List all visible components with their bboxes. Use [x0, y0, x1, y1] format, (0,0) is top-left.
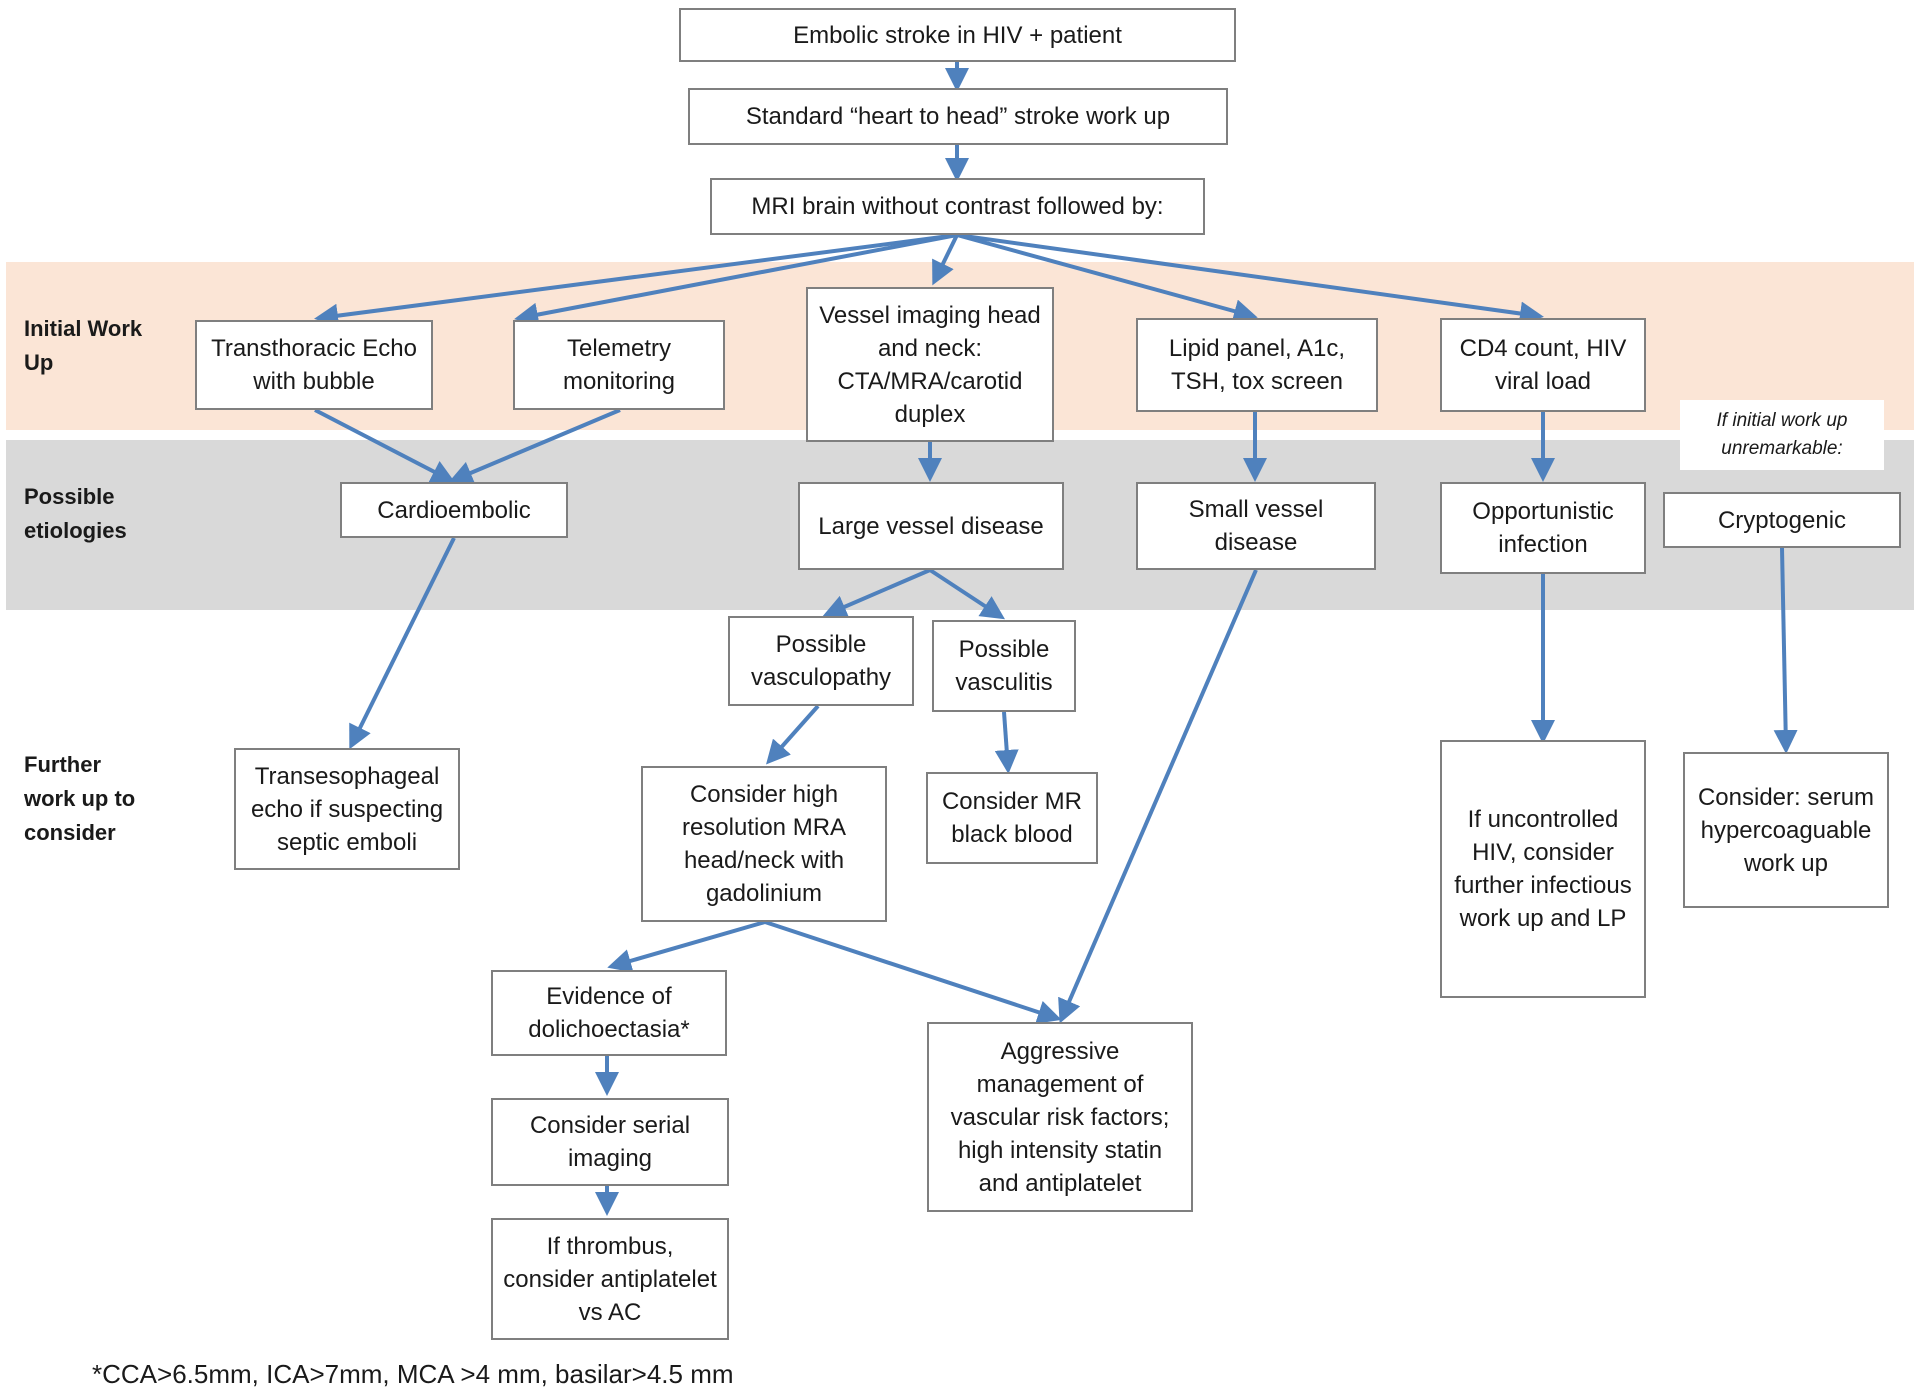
box-possible-vasculopathy: Possible vasculopathy: [728, 616, 914, 706]
arrow-large-vessel-to-vasculopathy: [822, 568, 931, 618]
arrow-mri-to-echo: [314, 233, 958, 328]
box-aggressive-management: Aggressive management of vascular risk f…: [927, 1022, 1193, 1212]
arrow-small-vessel-to-aggressive: [1058, 569, 1258, 1024]
box-cryptogenic: Cryptogenic: [1663, 492, 1901, 548]
box-opportunistic-infection: Opportunistic infection: [1440, 482, 1646, 574]
arrow-telemetry-to-cardioembolic: [448, 408, 621, 485]
box-lipid-panel: Lipid panel, A1c, TSH, tox screen: [1136, 318, 1378, 412]
arrow-mri-to-vessel-imaging: [932, 234, 959, 286]
box-telemetry: Telemetry monitoring: [513, 320, 725, 410]
box-small-vessel-disease: Small vessel disease: [1136, 482, 1376, 570]
arrow-vasculopathy-to-high-res-mra: [766, 704, 820, 765]
arrow-echo-to-cardioembolic: [314, 408, 456, 483]
arrow-cardioembolic-to-tee: [349, 537, 456, 750]
box-possible-vasculitis: Possible vasculitis: [932, 620, 1076, 712]
arrow-high-res-mra-to-dolichoectasia: [607, 920, 766, 973]
further-work-up-label: Further work up to consider: [24, 752, 136, 845]
box-vessel-imaging: Vessel imaging head and neck: CTA/MRA/ca…: [806, 287, 1054, 442]
note-initial-unremarkable: If initial work up unremarkable:: [1680, 400, 1884, 470]
possible-etiologies-label: Possible etiologies: [24, 484, 127, 543]
box-uncontrolled-hiv: If uncontrolled HIV, consider further in…: [1440, 740, 1646, 998]
box-cd4-count: CD4 count, HIV viral load: [1440, 318, 1646, 412]
box-transesophageal-echo: Transesophageal echo if suspecting septi…: [234, 748, 460, 870]
arrow-vasculitis-to-mr-black-blood: [994, 711, 1019, 774]
box-embolic-stroke: Embolic stroke in HIV + patient: [679, 8, 1236, 62]
footnote: *CCA>6.5mm, ICA>7mm, MCA >4 mm, basilar>…: [92, 1359, 734, 1389]
box-hypercoagulable-work-up: Consider: serum hypercoaguable work up: [1683, 752, 1889, 908]
box-transthoracic-echo: Transthoracic Echo with bubble: [195, 320, 433, 410]
arrow-cryptogenic-to-hypercoag: [1773, 547, 1798, 754]
box-standard-work-up: Standard “heart to head” stroke work up: [688, 88, 1228, 145]
arrow-mri-to-lipid: [956, 233, 1258, 323]
box-mr-black-blood: Consider MR black blood: [926, 772, 1098, 864]
arrow-mri-to-telemetry: [514, 233, 958, 327]
box-high-res-mra: Consider high resolution MRA head/neck w…: [641, 766, 887, 922]
arrow-high-res-mra-to-aggressive: [764, 920, 1062, 1024]
box-mri-brain: MRI brain without contrast followed by:: [710, 178, 1205, 235]
box-large-vessel-disease: Large vessel disease: [798, 482, 1064, 570]
box-cardioembolic: Cardioembolic: [340, 482, 568, 538]
initial-work-up-label: Initial Work Up: [24, 316, 143, 375]
box-dolichoectasia: Evidence of dolichoectasia*: [491, 970, 727, 1056]
arrow-mri-to-cd4: [956, 233, 1544, 326]
box-serial-imaging: Consider serial imaging: [491, 1098, 729, 1186]
box-thrombus: If thrombus, consider antiplatelet vs AC: [491, 1218, 729, 1340]
arrow-large-vessel-to-vasculitis: [928, 568, 1006, 620]
